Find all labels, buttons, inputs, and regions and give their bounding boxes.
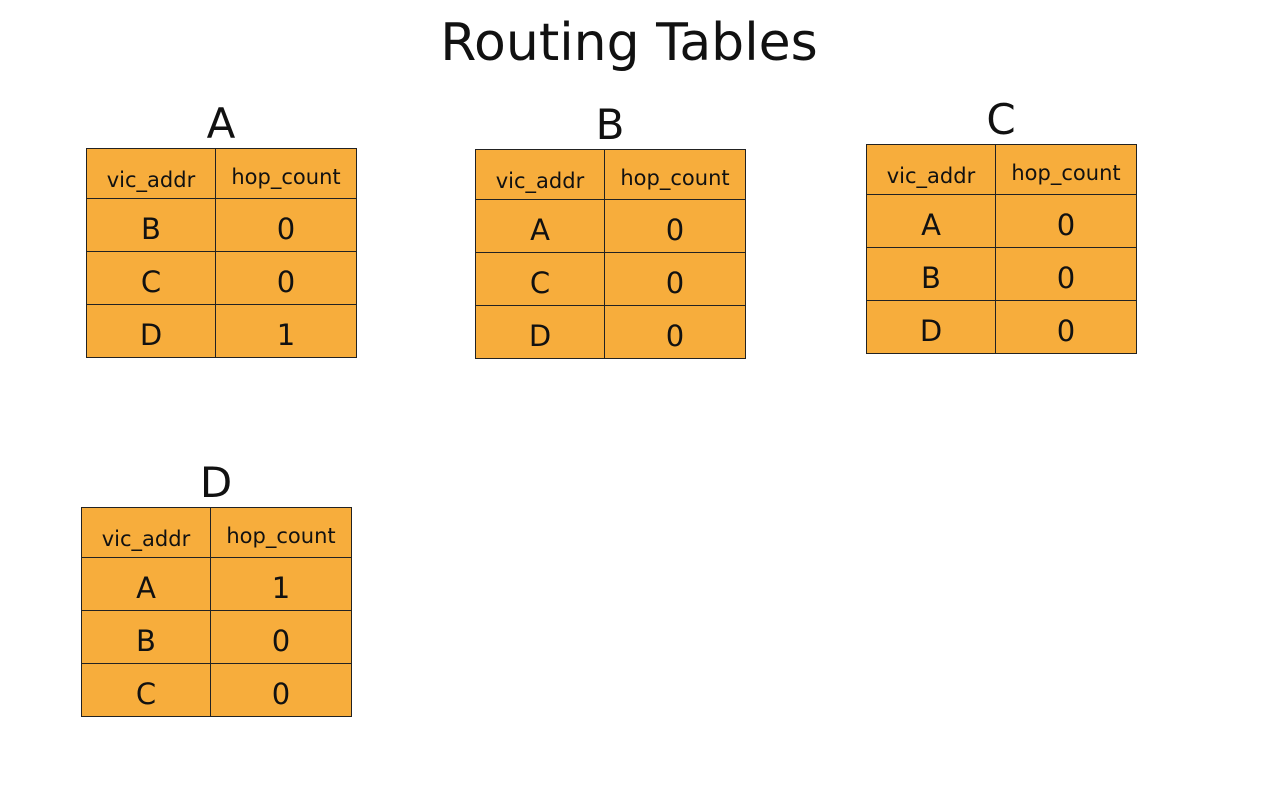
table-header-row: vic_addr hop_count [475,149,746,200]
table-cell: 0 [215,251,357,305]
table-cell: 0 [604,305,746,359]
table-cell: B [81,610,211,664]
table-cell: 0 [995,300,1137,354]
table-cell: 0 [604,199,746,253]
table-header-row: vic_addr hop_count [81,507,352,558]
node-label: B [595,100,625,149]
table-row: A 1 [81,557,352,611]
routing-table: vic_addr hop_count A 0 B 0 D 0 [866,144,1137,354]
column-header: vic_addr [86,148,216,199]
column-header: vic_addr [475,149,605,200]
table-cell: C [475,252,605,306]
table-row: C 0 [86,251,357,305]
table-row: D 0 [475,305,746,359]
routing-table: vic_addr hop_count A 1 B 0 C 0 [81,507,352,717]
column-header: hop_count [604,149,746,200]
routing-table-c: C vic_addr hop_count A 0 B 0 D 0 [866,95,1137,354]
table-cell: A [866,194,996,248]
table-cell: A [475,199,605,253]
column-header: vic_addr [81,507,211,558]
table-cell: 0 [995,247,1137,301]
column-header: vic_addr [866,144,996,195]
table-header-row: vic_addr hop_count [86,148,357,199]
table-row: B 0 [86,198,357,252]
table-cell: C [81,663,211,717]
table-cell: 0 [210,663,352,717]
page-title: Routing Tables [440,13,818,73]
table-cell: 0 [210,610,352,664]
table-cell: A [81,557,211,611]
column-header: hop_count [215,148,357,199]
table-cell: D [86,304,216,358]
table-cell: D [866,300,996,354]
node-label: C [986,95,1016,144]
routing-table-d: D vic_addr hop_count A 1 B 0 C 0 [81,458,352,717]
table-header-row: vic_addr hop_count [866,144,1137,195]
column-header: hop_count [995,144,1137,195]
table-row: B 0 [866,247,1137,301]
column-header: hop_count [210,507,352,558]
routing-table: vic_addr hop_count B 0 C 0 D 1 [86,148,357,358]
table-cell: 0 [995,194,1137,248]
table-cell: C [86,251,216,305]
table-cell: B [86,198,216,252]
node-label: D [199,458,233,507]
node-label: A [206,99,236,148]
table-cell: D [475,305,605,359]
routing-table: vic_addr hop_count A 0 C 0 D 0 [475,149,746,359]
routing-table-a: A vic_addr hop_count B 0 C 0 D 1 [86,99,357,358]
table-cell: 1 [210,557,352,611]
table-row: D 0 [866,300,1137,354]
table-cell: 0 [604,252,746,306]
table-row: D 1 [86,304,357,358]
table-cell: B [866,247,996,301]
table-cell: 1 [215,304,357,358]
table-row: C 0 [81,663,352,717]
table-row: C 0 [475,252,746,306]
table-row: A 0 [475,199,746,253]
routing-table-b: B vic_addr hop_count A 0 C 0 D 0 [475,100,746,359]
table-row: A 0 [866,194,1137,248]
table-row: B 0 [81,610,352,664]
table-cell: 0 [215,198,357,252]
